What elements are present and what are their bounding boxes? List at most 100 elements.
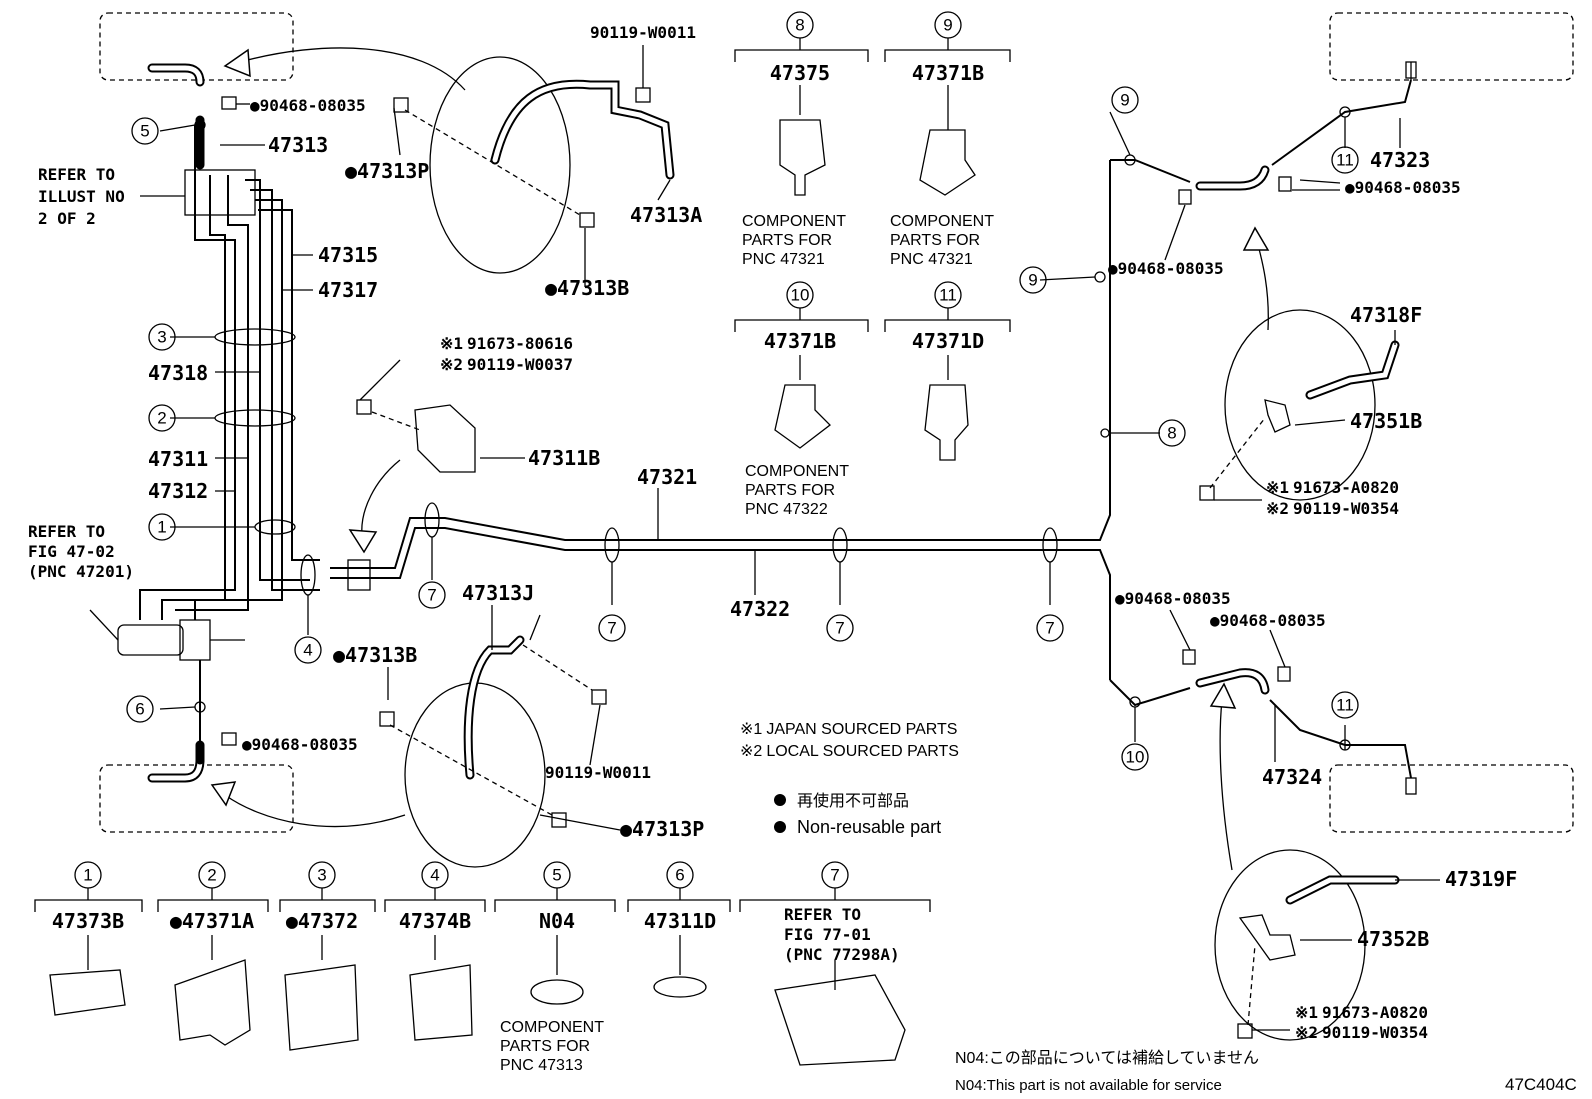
- clip-47371B-icon: [919, 129, 976, 196]
- part-47322: 47322: [730, 597, 790, 621]
- bracket-47351B: [1264, 399, 1291, 433]
- component-note-10-line3: PNC 47322: [745, 501, 828, 518]
- part-47319F: 47319F: [1445, 867, 1517, 891]
- box-10-part: 47371B: [764, 329, 836, 353]
- component-note-8-line1: COMPONENT: [742, 213, 846, 230]
- part-47324: 47324: [1262, 765, 1322, 789]
- bolt-icons: [356, 87, 1253, 1039]
- box-6-number: 6: [675, 866, 684, 885]
- callout-2-left: 2: [157, 409, 166, 428]
- junction-block: [184, 169, 256, 216]
- bracket-47352B: [1238, 914, 1296, 961]
- box-8-part: 47375: [770, 61, 830, 85]
- grommet-47311D-icon: [653, 976, 707, 998]
- box-1-part: 47373B: [52, 909, 124, 933]
- grommet-N04-icon: [530, 979, 584, 1005]
- refer-fig7701-line2: FIG 77-01: [784, 925, 871, 944]
- clip-47375-icon: [779, 119, 826, 196]
- box-2-number: 2: [207, 866, 216, 885]
- callout-9-a: 9: [1120, 91, 1129, 110]
- part-47313B-top: 47313B: [557, 276, 629, 300]
- part-90119-W0354-a: 90119-W0354: [1293, 499, 1399, 518]
- box-3-number: 3: [317, 866, 326, 885]
- part-47321: 47321: [637, 465, 697, 489]
- pipe-bundle-left: [139, 115, 320, 620]
- callout-circles: [74, 11, 1359, 889]
- master-cylinder: [117, 624, 184, 656]
- component-note-8-line2: PARTS FOR: [742, 232, 832, 249]
- svg-text:●90468-08035: ●90468-08035: [1115, 589, 1231, 608]
- refer-fig4702-line3: (PNC 47201): [28, 562, 134, 581]
- clip-47374B-icon: [409, 964, 473, 1041]
- non-reusable-dot: ●: [1345, 178, 1355, 197]
- non-reusable-dot: ●: [545, 276, 557, 300]
- part-90119-W0037: 90119-W0037: [467, 355, 573, 374]
- svg-text:●47371A: ●47371A: [170, 909, 254, 933]
- callout-5-left: 5: [140, 122, 149, 141]
- non-reusable-dot: ●: [250, 96, 260, 115]
- callout-7-a: 7: [427, 586, 436, 605]
- part-47312: 47312: [148, 479, 208, 503]
- refer-fig4702-line2: FIG 47-02: [28, 542, 115, 561]
- callout-8-right: 8: [1167, 424, 1176, 443]
- svg-text:●90468-08035: ●90468-08035: [1210, 611, 1326, 630]
- local-mark: ※2: [1266, 499, 1289, 518]
- detail-rear-bottom: [1214, 849, 1366, 1041]
- part-90119-W0354-b: 90119-W0354: [1322, 1023, 1428, 1042]
- refer-fig7701-line3: (PNC 77298A): [784, 945, 900, 964]
- non-reusable-dot: ●: [345, 159, 357, 183]
- clip-47371D-icon: [924, 384, 969, 461]
- arrow-rear-top: [1257, 244, 1269, 331]
- callout-7-b: 7: [607, 619, 616, 638]
- legend-japan-sourced: JAPAN SOURCED PARTS: [766, 721, 957, 738]
- box-5-part: N04: [539, 909, 575, 933]
- refer-fig7701-line1: REFER TO: [784, 905, 861, 924]
- refer-illust-line2: ILLUST NO: [38, 187, 125, 206]
- part-47351B: 47351B: [1350, 409, 1422, 433]
- clip-47373B-icon: [49, 969, 126, 1016]
- leader-lines: [89, 45, 1440, 1031]
- legend-non-reusable-en: Non-reusable part: [797, 817, 941, 837]
- legend-non-reusable-jp: 再使用不可部品: [797, 792, 909, 810]
- box-5-number: 5: [552, 866, 561, 885]
- callout-7-d: 7: [1045, 619, 1054, 638]
- bracket-47311B: [414, 404, 476, 473]
- part-47317: 47317: [318, 278, 378, 302]
- n04-note-jp: N04:この部品については補給していません: [955, 1049, 1259, 1067]
- clamp-7a: [424, 502, 440, 538]
- japan-mark: ※1: [440, 334, 463, 353]
- component-note-5-line1: COMPONENT: [500, 1019, 604, 1036]
- part-90119-W0011-bottom: 90119-W0011: [545, 763, 651, 782]
- callout-4-left: 4: [303, 641, 312, 660]
- japan-mark: ※1: [740, 721, 762, 738]
- part-47313A: 47313A: [630, 203, 702, 227]
- local-mark: ※2: [1295, 1023, 1318, 1042]
- hose-47313A: [490, 79, 675, 180]
- clip-47371A-icon: [174, 959, 251, 1046]
- svg-text:●47372: ●47372: [286, 909, 358, 933]
- part-91673-80616: 91673-80616: [467, 334, 573, 353]
- ref-box-top-right: [1329, 12, 1574, 81]
- clamp-7d: [1042, 527, 1058, 563]
- box-6-part: 47311D: [644, 909, 716, 933]
- part-47315: 47315: [318, 243, 378, 267]
- part-90468-r1: 90468-08035: [1118, 259, 1224, 278]
- arrow-bottom-left: [224, 794, 406, 828]
- local-mark: ※2: [740, 743, 762, 760]
- box-11-number: 11: [939, 286, 957, 305]
- part-90468-r4: 90468-08035: [1220, 611, 1326, 630]
- callout-1-left: 1: [157, 518, 166, 537]
- part-90119-W0011-top: 90119-W0011: [590, 23, 696, 42]
- callout-10-right: 10: [1126, 748, 1145, 767]
- box-2-part: 47371A: [182, 909, 254, 933]
- non-reusable-dot: ●: [170, 909, 182, 933]
- legend-dot-en: [774, 821, 786, 833]
- refer-illust-line1: REFER TO: [38, 165, 115, 184]
- refer-illust-line3: 2 OF 2: [38, 209, 96, 228]
